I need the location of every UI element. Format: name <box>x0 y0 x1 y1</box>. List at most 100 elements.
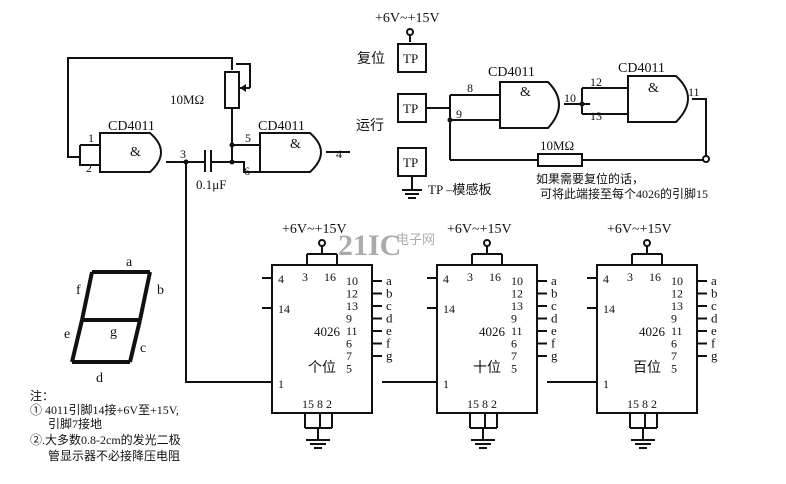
pins-bottom: 15 8 2 <box>302 397 332 411</box>
output-f: f <box>711 336 716 351</box>
segment-e <box>70 319 84 363</box>
note-2b: 管显示器不必接降压电阻 <box>48 448 180 463</box>
pins-bottom: 15 8 2 <box>627 397 657 411</box>
resistor <box>537 153 583 167</box>
output-f: f <box>386 336 391 351</box>
chip-label: 4026 <box>314 324 341 339</box>
pin-2: 2 <box>86 161 92 175</box>
pin-9: 9 <box>456 107 462 121</box>
output-a: a <box>386 273 392 288</box>
pin-16: 16 <box>489 270 501 284</box>
pin-right: 6 <box>511 337 517 351</box>
output-g: g <box>386 348 393 363</box>
gate-1-symbol: & <box>130 145 141 160</box>
counter-supply: +6V~+15V <box>447 222 512 237</box>
pin-13: 13 <box>590 109 602 123</box>
pin-6: 6 <box>244 164 250 178</box>
feedback-wire <box>67 57 233 158</box>
pin-right: 10 <box>346 274 358 288</box>
cap-label: 0.1μF <box>196 177 226 192</box>
output-e: e <box>386 323 392 338</box>
counter-3-body <box>596 264 698 414</box>
pin-4: 4 <box>443 272 449 286</box>
res-label: 10MΩ <box>540 138 574 153</box>
pin-right: 12 <box>511 287 523 301</box>
pin-4: 4 <box>278 272 284 286</box>
clock-wire <box>185 162 272 383</box>
label-e: e <box>64 327 70 342</box>
chip-label: 4026 <box>479 324 506 339</box>
pin-1: 1 <box>88 131 94 145</box>
pin-right: 11 <box>671 324 683 338</box>
pin-right: 7 <box>346 349 352 363</box>
tp-legend-label: TP <box>403 155 418 170</box>
pot-wiper-arrow <box>240 84 246 92</box>
seven-segment-display: a b c d e f g <box>64 255 164 386</box>
pin-1: 1 <box>603 377 609 391</box>
segment-b <box>138 271 152 321</box>
pin-right: 10 <box>511 274 523 288</box>
output-e: e <box>551 323 557 338</box>
pin-1: 1 <box>443 377 449 391</box>
pin-right: 9 <box>346 312 352 326</box>
pin-16: 16 <box>324 270 336 284</box>
pin-3: 3 <box>627 270 633 284</box>
pins-bottom: 15 8 2 <box>467 397 497 411</box>
tp-reset <box>397 43 427 73</box>
output-b: b <box>551 286 558 301</box>
pin-4: 4 <box>603 272 609 286</box>
segment-c <box>128 319 142 363</box>
pin-right: 7 <box>511 349 517 363</box>
pin-right: 5 <box>511 362 517 376</box>
watermark-sub: 电子网 <box>396 232 435 247</box>
digit-label: 个位 <box>308 360 336 376</box>
counter-2-body <box>436 264 538 414</box>
gate-3-symbol: & <box>520 85 531 100</box>
pin-right: 5 <box>346 362 352 376</box>
gate-1 <box>99 132 162 173</box>
output-d: d <box>386 311 393 326</box>
run-label: 运行 <box>356 118 384 134</box>
gate-2-symbol: & <box>290 137 301 152</box>
output-a: a <box>551 273 557 288</box>
gate-4 <box>627 75 689 123</box>
tp-legend-box <box>397 147 427 177</box>
gate-4-label: CD4011 <box>618 61 665 76</box>
pin-11: 11 <box>688 85 700 99</box>
counter-1-body <box>271 264 373 414</box>
label-a: a <box>126 255 133 270</box>
pin-3: 3 <box>302 270 308 284</box>
pin-3: 3 <box>467 270 473 284</box>
note-2a: ②.大多数0.8-2cm的发光二极 <box>30 432 181 447</box>
output-c: c <box>386 298 392 313</box>
output-f: f <box>551 336 556 351</box>
tp-reset-label: TP <box>403 51 418 66</box>
pin-8: 8 <box>467 81 473 95</box>
ground-icon <box>469 413 498 449</box>
potentiometer <box>224 71 240 109</box>
counter-supply: +6V~+15V <box>282 222 347 237</box>
pin-right: 9 <box>671 312 677 326</box>
label-f: f <box>76 283 81 298</box>
output-d: d <box>551 311 558 326</box>
output-d: d <box>711 311 718 326</box>
pin-12: 12 <box>590 75 602 89</box>
supply-top: +6V~+15V <box>375 11 440 26</box>
output-a: a <box>711 273 717 288</box>
output-b: b <box>711 286 718 301</box>
reset-note-1: 如果需要复位的话， <box>536 171 644 186</box>
reset-label: 复位 <box>357 50 385 67</box>
pin-16: 16 <box>649 270 661 284</box>
ground-icon <box>629 413 658 449</box>
output-g: g <box>551 348 558 363</box>
note-1a: ① 4011引脚14接+6V至+15V, <box>30 402 179 417</box>
tp-legend: TP –模感板 <box>428 182 491 197</box>
gate-3 <box>499 81 560 129</box>
pin-1: 1 <box>278 377 284 391</box>
label-b: b <box>157 283 164 298</box>
reset-terminal <box>702 155 710 163</box>
label-c: c <box>140 341 146 356</box>
